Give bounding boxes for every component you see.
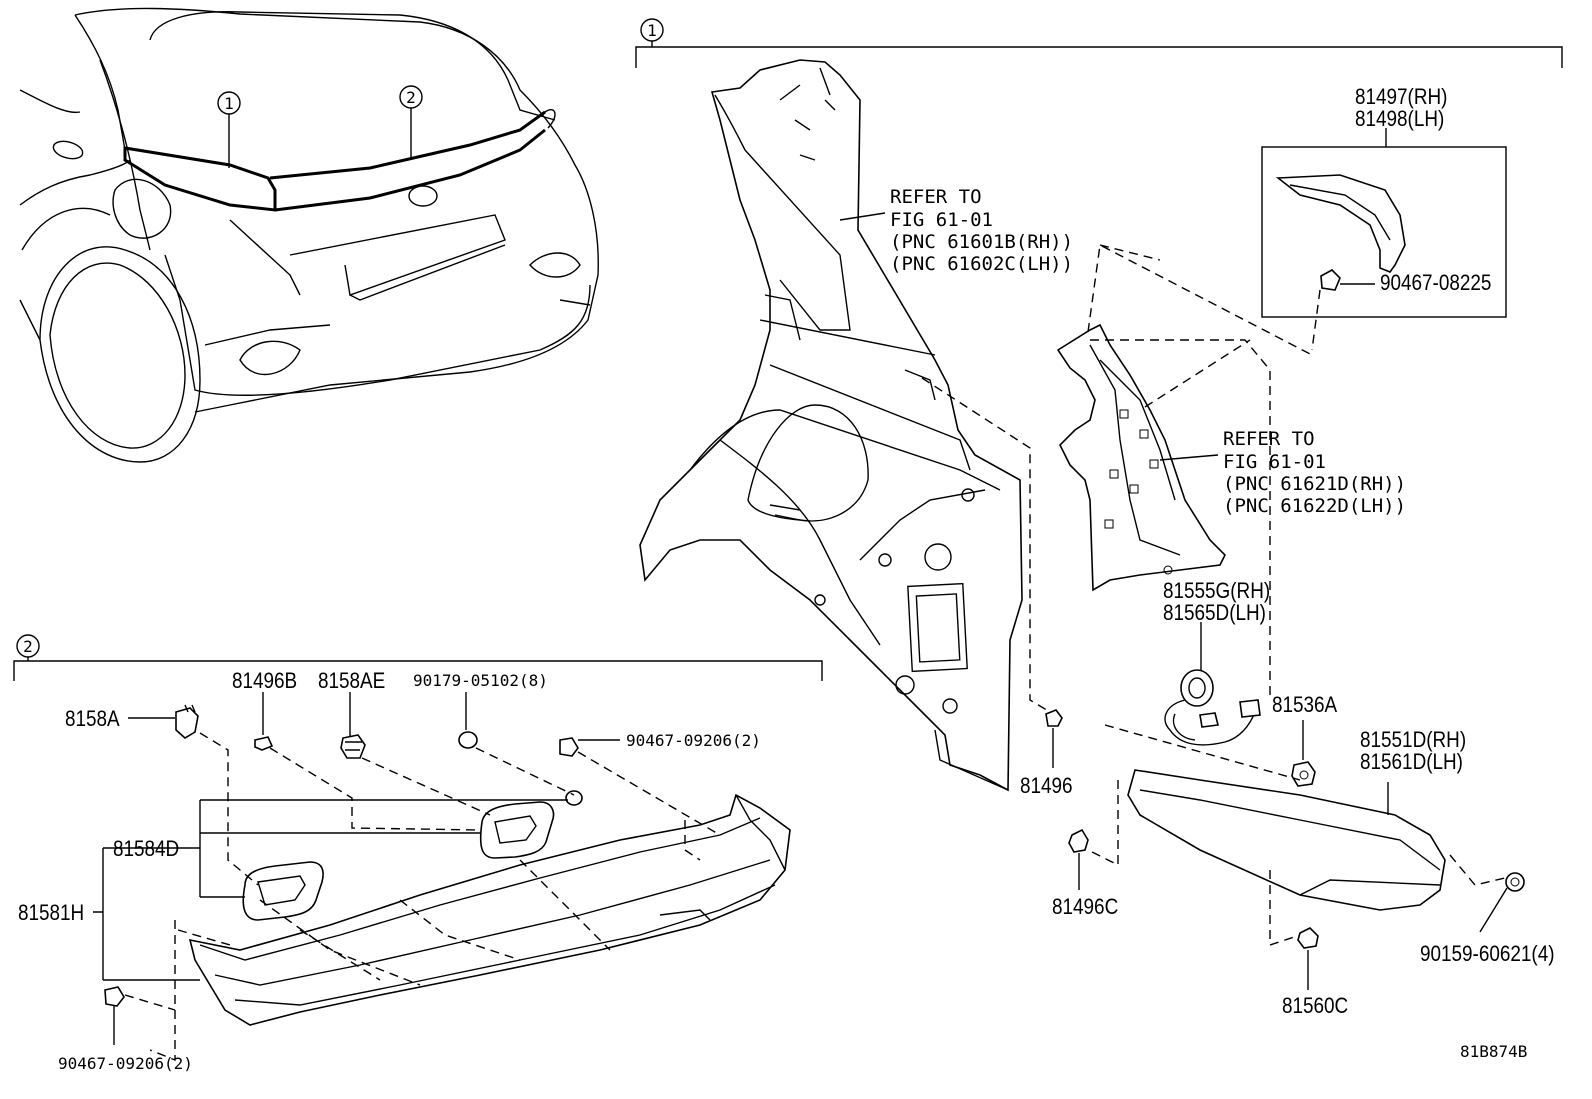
tail-light (1127, 769, 1446, 911)
refer-top-line4: (PNC 61602C(LH)) (890, 253, 1073, 275)
clip-8158ae (340, 692, 366, 759)
grommet-81496c (1068, 828, 1089, 890)
refer-mid-line2: FIG 61-01 (1223, 451, 1326, 473)
label-8158a: 8158A (65, 707, 120, 732)
socket-81555g (1164, 622, 1261, 746)
car-callout-1: 1 (224, 94, 234, 113)
group-1-bracket (635, 18, 1563, 68)
label-8158ae: 8158AE (318, 669, 385, 694)
label-90467-08225: 90467-08225 (1380, 271, 1491, 296)
clip-81496b (254, 692, 274, 751)
refer-top-line1: REFER TO (890, 186, 982, 208)
refer-top-line2: FIG 61-01 (890, 209, 993, 231)
label-81498: 81498(LH) (1355, 107, 1444, 132)
label-90467-09206-top: 90467-09206(2) (626, 731, 761, 750)
grommet-81560c (1297, 927, 1319, 990)
refer-mid-line4: (PNC 61622D(LH)) (1223, 495, 1406, 517)
label-81496c: 81496C (1052, 895, 1118, 920)
label-81551d: 81551D(RH) (1360, 728, 1466, 753)
label-81497: 81497(RH) (1355, 85, 1447, 110)
label-90467-09206-bottom: 90467-09206(2) (58, 1054, 193, 1073)
car-callout-2: 2 (406, 88, 416, 107)
refer-mid-line3: (PNC 61621D(RH)) (1223, 473, 1406, 495)
refer-mid-line1: REFER TO (1223, 428, 1315, 450)
quarter-panel (639, 59, 1023, 792)
car-rear-view (19, 7, 599, 463)
clip-8158a (128, 704, 199, 739)
label-90159: 90159-60621(4) (1420, 942, 1555, 967)
label-90179: 90179-05102(8) (413, 671, 548, 690)
inner-panel (1056, 323, 1226, 592)
label-81561d: 81561D(LH) (1360, 750, 1463, 775)
washer-90179 (458, 692, 478, 749)
clip-90467-bottom (104, 986, 125, 1045)
group-2-bracket (13, 634, 823, 681)
label-81584d: 81584D (113, 837, 179, 862)
grommet-81496 (1045, 709, 1063, 768)
diagram-code: 81B874B (1460, 1042, 1527, 1061)
label-81581h: 81581H (18, 901, 84, 926)
nut-90159 (1479, 872, 1525, 933)
group-2-number: 2 (23, 637, 33, 656)
clip-81536a (1291, 720, 1316, 787)
group-1-number: 1 (647, 21, 657, 40)
box-81497 (1261, 128, 1507, 318)
label-81496b: 81496B (232, 669, 297, 694)
label-81565d: 81565D(LH) (1163, 601, 1266, 626)
label-81536a: 81536A (1272, 693, 1337, 718)
label-81496: 81496 (1020, 774, 1073, 799)
clip-90467-top (559, 737, 620, 757)
label-81555g: 81555G(RH) (1163, 579, 1270, 604)
refer-top-line3: (PNC 61601B(RH)) (890, 231, 1073, 253)
label-81560c: 81560C (1282, 994, 1348, 1019)
back-door-garnish (188, 790, 791, 1026)
